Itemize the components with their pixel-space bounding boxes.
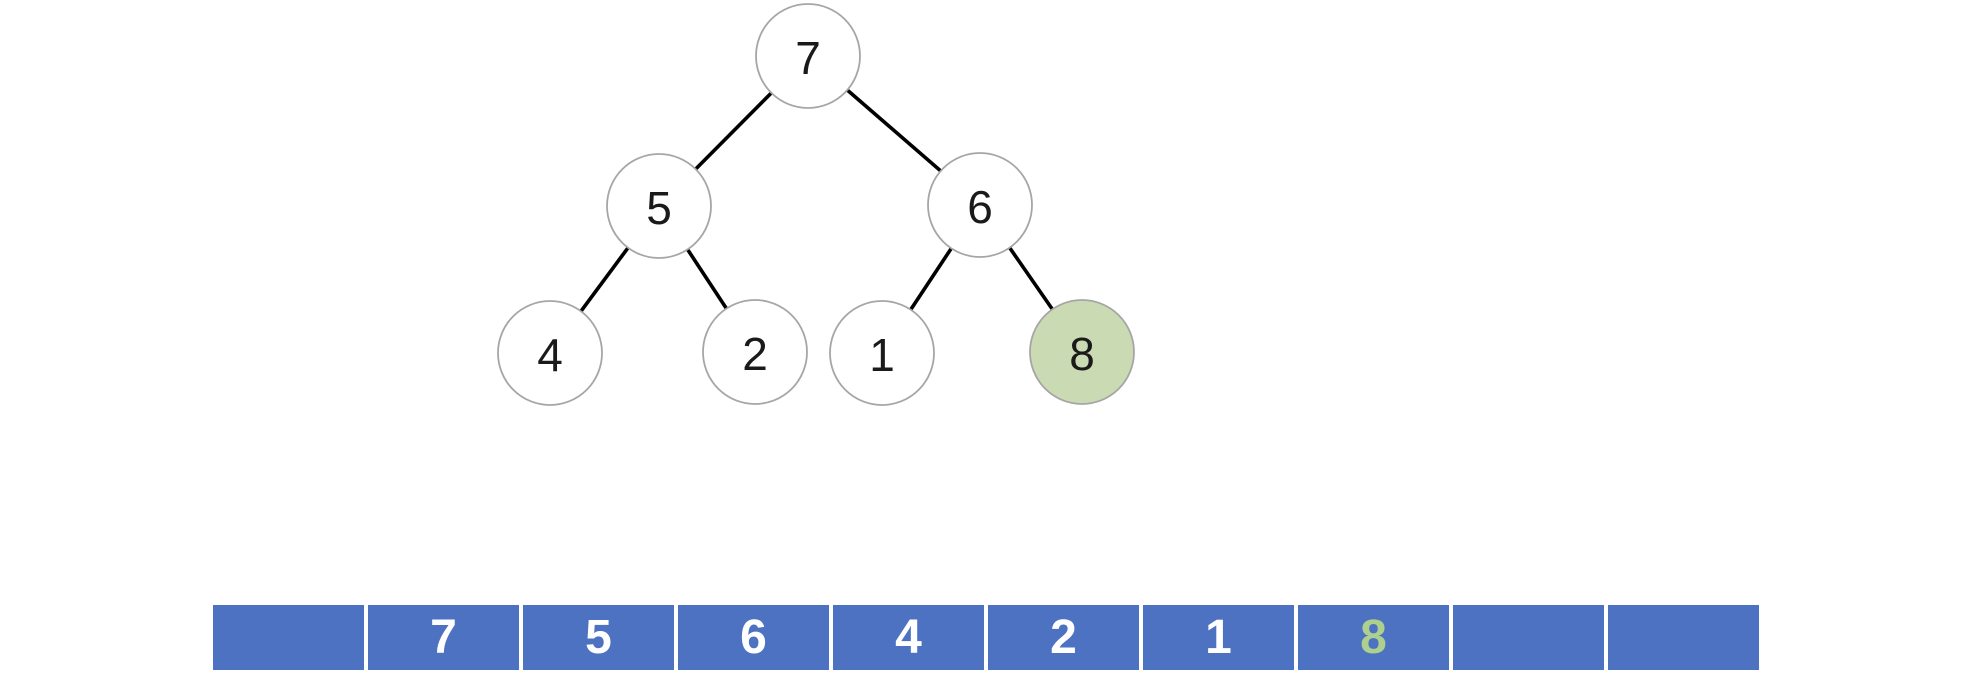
tree-node-label: 8: [1069, 328, 1095, 380]
tree-node-label: 4: [537, 329, 563, 381]
tree-node-label: 6: [967, 181, 993, 233]
tree-node-circle: [702, 299, 808, 405]
array-cell-value: 5: [585, 610, 612, 664]
array-cell-6: 1: [1143, 605, 1294, 670]
array-cell-value: 6: [740, 610, 767, 664]
array-cell-9: [1608, 605, 1759, 670]
tree-node-label: 2: [742, 328, 768, 380]
array-cell-8: [1453, 605, 1604, 670]
tree-node-circle: [606, 153, 712, 259]
array-cell-value: 2: [1050, 610, 1077, 664]
array-cell-value: 4: [895, 610, 922, 664]
array-cell-2: 5: [523, 605, 674, 670]
array-cell-4: 4: [833, 605, 984, 670]
array-cell-0: [213, 605, 364, 670]
tree-node-circle: [829, 300, 935, 406]
tree-node-circle: [497, 300, 603, 406]
array-cell-7-highlighted: 8: [1298, 605, 1449, 670]
tree-node-label: 7: [795, 32, 821, 84]
array-cell-3: 6: [678, 605, 829, 670]
tree-node-circle-highlighted: [1029, 299, 1135, 405]
array-cell-value: 8: [1360, 610, 1387, 664]
array-cell-5: 2: [988, 605, 1139, 670]
tree-node-1: 1: [829, 300, 935, 406]
array-cell-value: 1: [1205, 610, 1232, 664]
tree-node-5: 5: [606, 153, 712, 259]
tree-node-label: 5: [646, 182, 672, 234]
tree-node-7: 7: [755, 3, 861, 109]
tree-node-circle: [927, 152, 1033, 258]
array-representation: 7 5 6 4 2 1 8: [213, 605, 1759, 670]
tree-node-circle: [755, 3, 861, 109]
binary-tree-canvas: 7 5 6 4 2 1 8: [497, 3, 1135, 406]
array-cell-1: 7: [368, 605, 519, 670]
array-cell-value: 7: [430, 610, 457, 664]
tree-node-6: 6: [927, 152, 1033, 258]
tree-node-8: 8: [1029, 299, 1135, 405]
tree-node-label: 1: [869, 329, 895, 381]
tree-node-4: 4: [497, 300, 603, 406]
tree-node-2: 2: [702, 299, 808, 405]
